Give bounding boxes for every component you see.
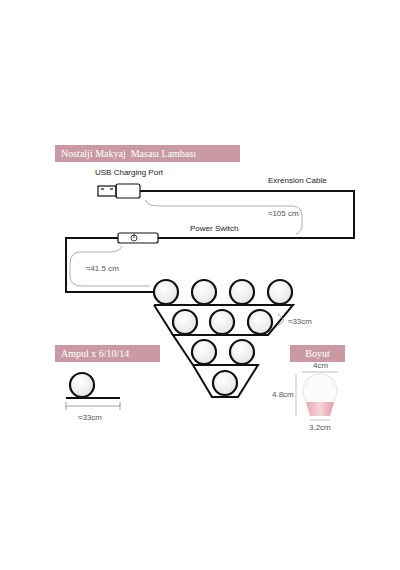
dimension-label: 4cm — [313, 362, 328, 370]
dimension-label: ≈105 cm — [268, 210, 299, 218]
dimension-label: Power Switch — [190, 225, 238, 233]
label-band: Ampul x 6/10/14 — [55, 345, 160, 362]
dimension-label: Exrension Cable — [268, 177, 327, 185]
band-label: Ampul x 6/10/14 — [61, 348, 154, 359]
dimension-mark — [66, 406, 120, 407]
band-label: Boyut — [296, 348, 339, 359]
bulb-wire — [154, 305, 173, 335]
bulb-wire — [154, 305, 293, 397]
dimension-mark — [120, 402, 121, 410]
dimension-label: USB Charging Port — [95, 169, 163, 177]
dimension-mark — [278, 314, 284, 326]
bulb-row — [154, 280, 292, 395]
bulb-symbol — [70, 373, 94, 397]
title: Nostalji Makyaj Masası Lambası — [61, 148, 234, 159]
dimension-label: ≈33cm — [288, 318, 312, 326]
dimension-mark — [66, 402, 67, 410]
dimension-label: 4.8cm — [272, 391, 294, 399]
length-leader — [146, 200, 302, 234]
power-switch — [118, 233, 158, 243]
dimension-label: ≈41.5 cm — [86, 265, 119, 273]
label-band: Boyut — [290, 345, 345, 362]
dimension-label: ≈33cm — [78, 414, 102, 422]
length-leader — [70, 246, 150, 286]
bulb-wire — [66, 397, 120, 399]
usb-plug — [98, 184, 140, 198]
dimension-label: 3.2cm — [309, 424, 331, 432]
title-band: Nostalji Makyaj Masası Lambası — [55, 145, 240, 162]
power-wire — [66, 191, 354, 292]
bulb-photo — [296, 372, 338, 420]
